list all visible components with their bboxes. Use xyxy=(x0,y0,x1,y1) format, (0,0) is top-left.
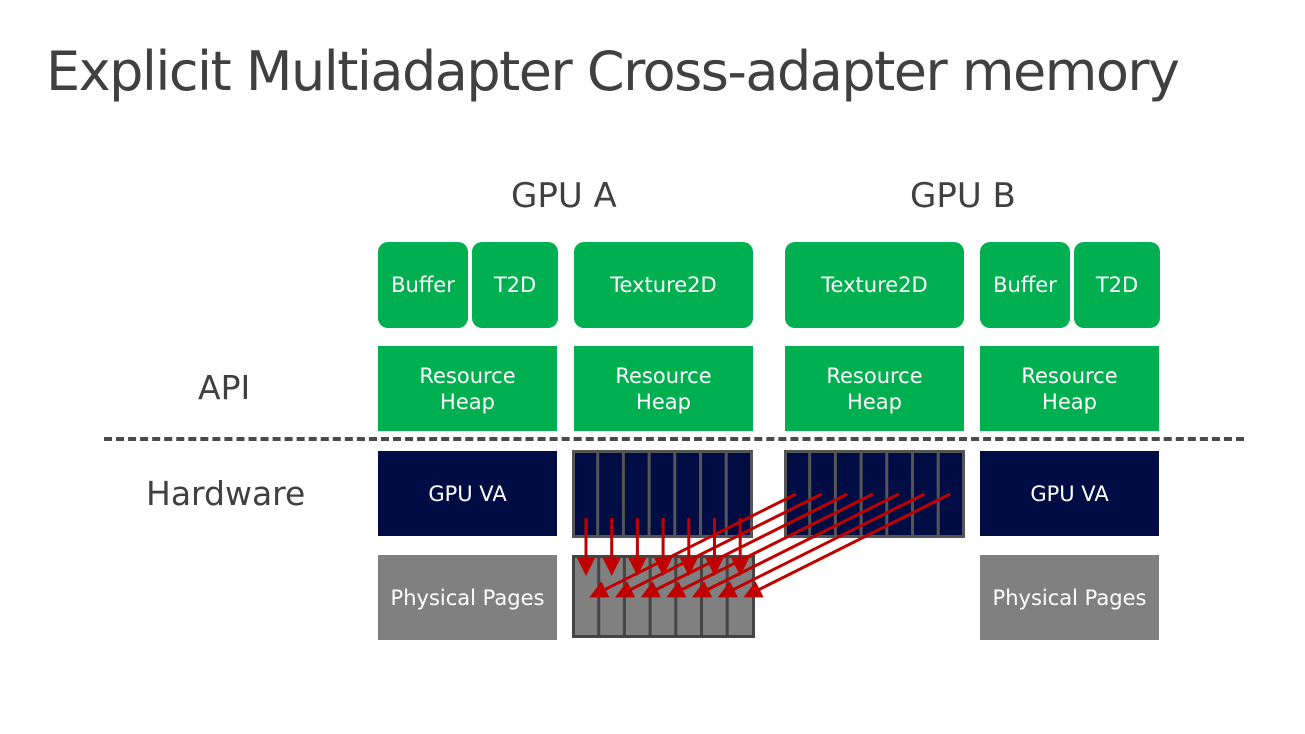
gpu-a-buffer-label: Buffer xyxy=(391,273,455,297)
gpu-b-t2d-label: T2D xyxy=(1095,273,1139,297)
gpu-b-page-mapping-arrow xyxy=(666,492,874,598)
gpu-a-t2d-label: T2D xyxy=(493,273,537,297)
gpu-b-resource-heap-right: Resource Heap xyxy=(980,346,1159,431)
gpu-a-physical-pages-label: Physical Pages xyxy=(390,585,545,610)
hardware-label: Hardware xyxy=(146,474,306,513)
gpu-b-resource-heap-left: Resource Heap xyxy=(785,346,964,431)
gpu-b-label: GPU B xyxy=(910,176,1016,216)
gpu-b-texture2d-label: Texture2D xyxy=(821,273,928,297)
gpu-b-texture2d-resource: Texture2D xyxy=(785,242,964,328)
gpu-a-texture2d-resource: Texture2D xyxy=(574,242,753,328)
gpu-a-resource-heap-right: Resource Heap xyxy=(574,346,753,431)
gpu-a-texture2d-label: Texture2D xyxy=(610,273,717,297)
gpu-b-buffer-resource: Buffer xyxy=(980,242,1070,328)
gpu-b-va: GPU VA xyxy=(980,451,1159,536)
gpu-b-page-mapping-arrow xyxy=(615,492,823,598)
gpu-b-physical-pages: Physical Pages xyxy=(980,555,1159,640)
gpu-b-va-label: GPU VA xyxy=(1030,481,1109,506)
gpu-a-va: GPU VA xyxy=(378,451,557,536)
api-label: API xyxy=(198,368,251,407)
gpu-b-page-mapping-arrow xyxy=(589,492,797,598)
gpu-b-t2d-resource: T2D xyxy=(1074,242,1160,328)
api-hardware-divider xyxy=(104,437,1244,441)
gpu-a-physical-pages: Physical Pages xyxy=(378,555,557,640)
gpu-a-resource-heap-left: Resource Heap xyxy=(378,346,557,431)
gpu-a-label: GPU A xyxy=(511,176,617,216)
gpu-b-page-mapping-arrow xyxy=(743,492,951,598)
gpu-b-physical-pages-label: Physical Pages xyxy=(992,585,1147,610)
gpu-a-va-label: GPU VA xyxy=(428,481,507,506)
slide-title: Explicit Multiadapter Cross-adapter memo… xyxy=(46,40,1180,103)
gpu-b-page-mapping-arrow xyxy=(717,492,926,598)
gpu-b-cross-adapter-va xyxy=(784,450,965,538)
gpu-a-buffer-resource: Buffer xyxy=(378,242,468,328)
gpu-b-page-mapping-arrow xyxy=(640,492,849,598)
gpu-a-t2d-resource: T2D xyxy=(472,242,558,328)
gpu-b-buffer-label: Buffer xyxy=(993,273,1057,297)
gpu-b-page-mapping-arrow xyxy=(692,492,900,598)
